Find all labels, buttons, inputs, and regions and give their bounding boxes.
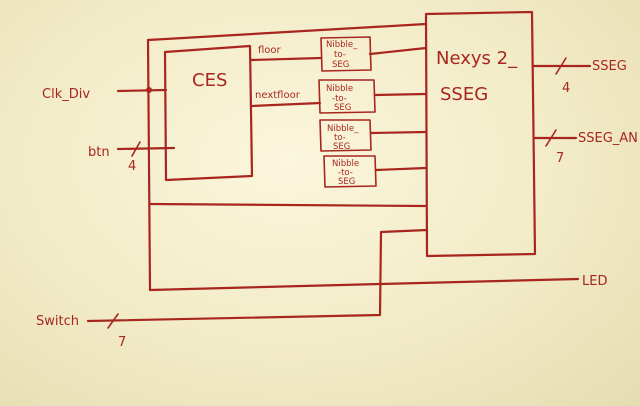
nibble3-line3: SEG — [333, 142, 350, 152]
nibble2-line2: -to- — [332, 94, 347, 104]
nibble1-out-wire — [368, 46, 428, 56]
sseg-an-bus-slash — [545, 129, 557, 147]
nibble2-line3: SEG — [334, 103, 351, 113]
sseg-an-width-label: 7 — [556, 151, 564, 166]
btn-label: btn — [88, 145, 110, 160]
ces-label: CES — [192, 70, 227, 91]
nibble3-line1: Nibble_ — [327, 124, 359, 134]
led-wire — [148, 277, 580, 292]
nibble1-line1: Nibble_ — [326, 40, 358, 50]
clk-div-wire — [116, 88, 168, 93]
sseg-label: SSEG — [592, 59, 627, 74]
nibble3-out-wire — [369, 130, 428, 135]
floor-wire — [249, 56, 323, 62]
nibble-to-seg-block-1 — [320, 36, 372, 72]
nibble1-line3: SEG — [332, 60, 349, 70]
btn-wire — [116, 146, 176, 151]
nextfloor-wire — [249, 101, 322, 108]
switch-wire — [86, 228, 429, 323]
ces-block — [163, 44, 254, 182]
btn-bus-slash — [131, 141, 141, 157]
nibble4-out-wire — [374, 166, 428, 172]
nibble4-line1: Nibble — [332, 159, 359, 169]
nibble-to-seg-block-4 — [323, 155, 377, 188]
btn-width-label: 4 — [128, 159, 136, 174]
nextfloor-label: nextfloor — [255, 90, 301, 101]
sseg-bus-slash — [555, 57, 567, 75]
nibble4-line2: -to- — [338, 168, 353, 178]
clk-to-nexys-wire — [148, 202, 427, 208]
nexys2-sseg-block — [424, 10, 537, 258]
nibble1-line2: to- — [334, 50, 346, 60]
switch-bus-slash — [107, 313, 119, 329]
clk-div-label: Clk_Div — [42, 87, 90, 102]
switch-width-label: 7 — [118, 335, 126, 350]
floor-label: floor — [258, 45, 282, 56]
nibble4-line3: SEG — [338, 177, 355, 187]
nexys2-label: Nexys 2_ — [436, 48, 518, 69]
sseg-width-label: 4 — [562, 81, 570, 96]
sseg-block-label: SSEG — [440, 84, 488, 105]
left-rail-wire — [146, 38, 152, 292]
nibble3-line2: to- — [334, 133, 346, 143]
switch-label: Switch — [36, 314, 79, 329]
nibble2-out-wire — [373, 92, 428, 97]
nibble2-line1: Nibble — [326, 84, 353, 94]
nibble-to-seg-block-3 — [319, 119, 372, 152]
clk-junction-dot — [146, 87, 152, 93]
sseg-an-label: SSEG_AN — [578, 131, 638, 146]
top-feedback-wire — [146, 22, 428, 42]
led-label: LED — [582, 274, 607, 289]
